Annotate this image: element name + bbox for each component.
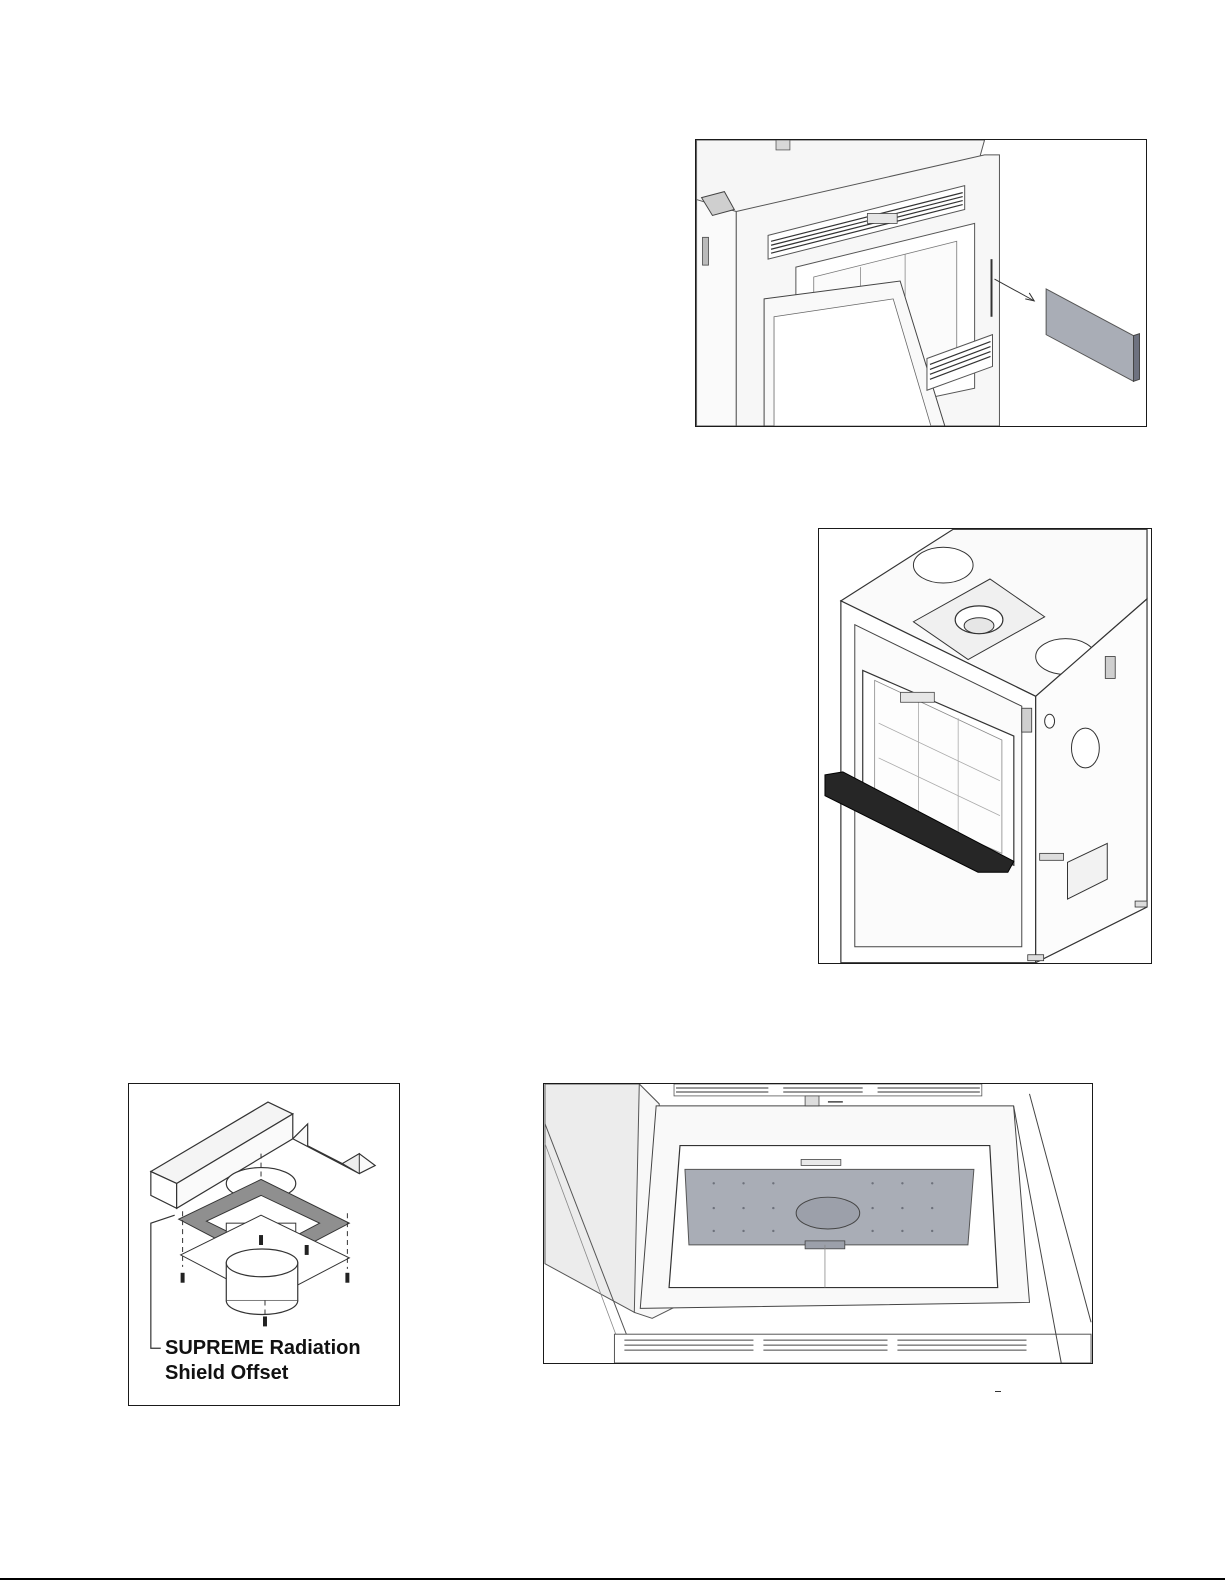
radiation-shield-callout: SUPREME Radiation Shield Offset — [165, 1336, 361, 1386]
stove-isometric-illustration — [819, 529, 1151, 963]
stray-mark — [995, 1391, 1001, 1392]
firebox-baffle-illustration — [544, 1084, 1092, 1363]
callout-line-2: Shield Offset — [165, 1361, 361, 1386]
side-shield-panel-illustration — [696, 140, 1146, 426]
figure-radiation-shield-offset: SUPREME Radiation Shield Offset — [128, 1083, 400, 1406]
figure-side-shield-panel — [695, 139, 1147, 427]
figure-firebox-baffle — [543, 1083, 1093, 1364]
callout-line-1: SUPREME Radiation — [165, 1336, 361, 1361]
page-bottom-rule — [0, 1578, 1225, 1580]
figure-stove-isometric — [818, 528, 1152, 964]
